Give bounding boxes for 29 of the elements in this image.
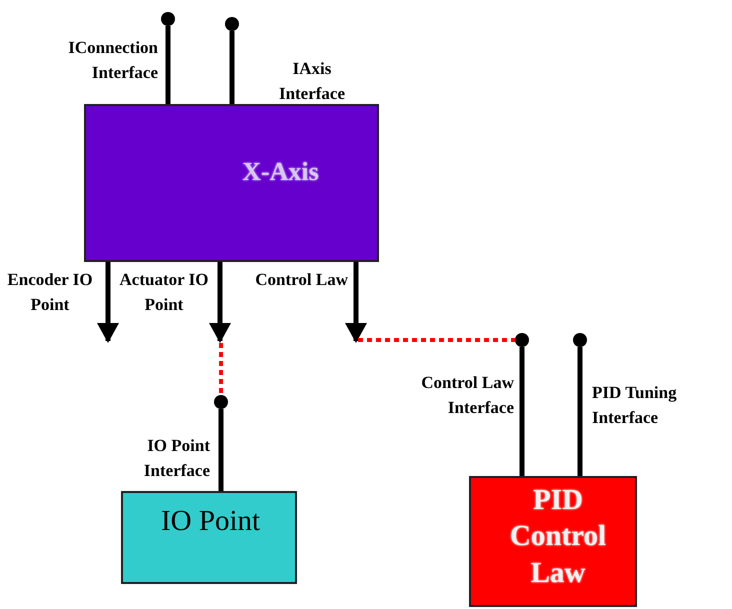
connector-line bbox=[520, 347, 524, 476]
component-name: PID Control Law bbox=[508, 483, 608, 590]
component-name: IO Point bbox=[161, 504, 260, 539]
edge-label: IO Point Interface bbox=[142, 435, 210, 482]
component-box bbox=[469, 476, 637, 607]
connector-line bbox=[218, 409, 224, 491]
component-box bbox=[84, 104, 379, 262]
port-dot bbox=[225, 17, 239, 31]
arrow bbox=[209, 262, 231, 343]
edge-label: Actuator IO Point bbox=[118, 269, 210, 316]
arrow bbox=[97, 262, 119, 343]
dashed-connector bbox=[358, 338, 515, 342]
edge-label: IConnection Interface bbox=[67, 37, 158, 84]
port-dot bbox=[573, 333, 587, 347]
connector-line bbox=[230, 31, 234, 104]
edge-label: IAxis Interface bbox=[278, 58, 346, 105]
arrow bbox=[345, 262, 367, 343]
port-dot bbox=[161, 12, 175, 26]
port-dot bbox=[214, 395, 228, 409]
component-box bbox=[121, 491, 297, 584]
dashed-connector bbox=[219, 343, 223, 395]
edge-label: Control Law bbox=[254, 269, 348, 291]
component-name: X-Axis bbox=[242, 156, 319, 188]
port-dot bbox=[515, 333, 529, 347]
connector-line bbox=[578, 347, 582, 476]
edge-label: PID Tuning Interface bbox=[592, 382, 678, 429]
edge-label: Control Law Interface bbox=[420, 372, 514, 419]
connector-line bbox=[166, 26, 170, 104]
edge-label: Encoder IO Point bbox=[6, 269, 94, 316]
